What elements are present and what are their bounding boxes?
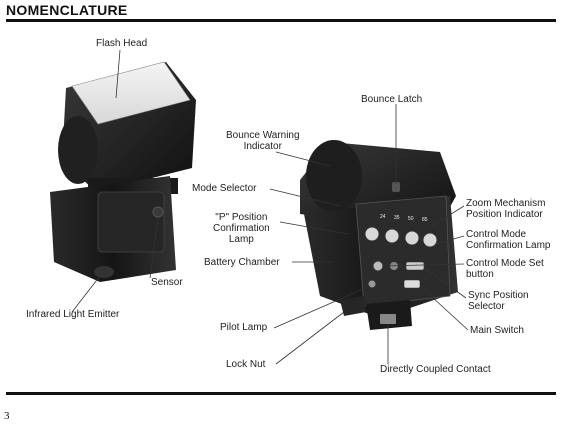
panel-number-4: 85 [422, 217, 428, 223]
rear-flash-unit: 24 35 50 85 [300, 140, 458, 330]
infrared-emitter-icon [94, 266, 114, 278]
front-flash-unit [50, 61, 196, 282]
leader-lines [71, 49, 469, 365]
label-bounce-latch: Bounce Latch [361, 94, 423, 105]
sync-position-selector [405, 261, 425, 271]
label-bounce-warning-indicator: Bounce Warning Indicator [226, 130, 300, 152]
label-battery-chamber: Battery Chamber [204, 257, 280, 268]
label-infrared-light-emitter: Infrared Light Emitter [26, 309, 120, 320]
label-zoom-mechanism-indicator: Zoom Mechanism Position Indicator [466, 198, 546, 220]
label-main-switch: Main Switch [470, 325, 524, 336]
top-rule [6, 19, 556, 22]
directly-coupled-contact-icon [380, 314, 396, 324]
label-p-position-lamp: "P" Position Confirmation Lamp [213, 212, 270, 245]
main-switch [403, 279, 421, 289]
front-panel [97, 191, 165, 253]
panel-number-3: 50 [408, 216, 414, 222]
label-lock-nut: Lock Nut [226, 359, 266, 370]
bottom-rule [6, 392, 556, 395]
sensor-icon [152, 206, 164, 218]
panel-number-2: 35 [394, 215, 400, 221]
bounce-latch-icon [392, 182, 400, 192]
panel-number-1: 24 [380, 214, 386, 220]
page-heading: NOMENCLATURE [6, 2, 128, 18]
control-panel [355, 195, 451, 307]
zoom-dials [364, 226, 438, 248]
label-sensor: Sensor [151, 277, 183, 288]
label-control-mode-set-button: Control Mode Set button [466, 258, 544, 280]
label-directly-coupled-contact: Directly Coupled Contact [380, 364, 491, 375]
label-pilot-lamp: Pilot Lamp [220, 322, 268, 333]
label-sync-position-selector: Sync Position Selector [468, 290, 529, 312]
label-control-mode-lamp: Control Mode Confirmation Lamp [466, 229, 551, 251]
page-number: 3 [4, 410, 10, 422]
lock-nut-icon [340, 296, 366, 316]
label-mode-selector: Mode Selector [192, 183, 257, 194]
pilot-lamp-icon [368, 280, 376, 288]
flash-head-window [71, 61, 191, 125]
control-mode-set-button [372, 260, 384, 272]
label-flash-head: Flash Head [96, 38, 148, 49]
